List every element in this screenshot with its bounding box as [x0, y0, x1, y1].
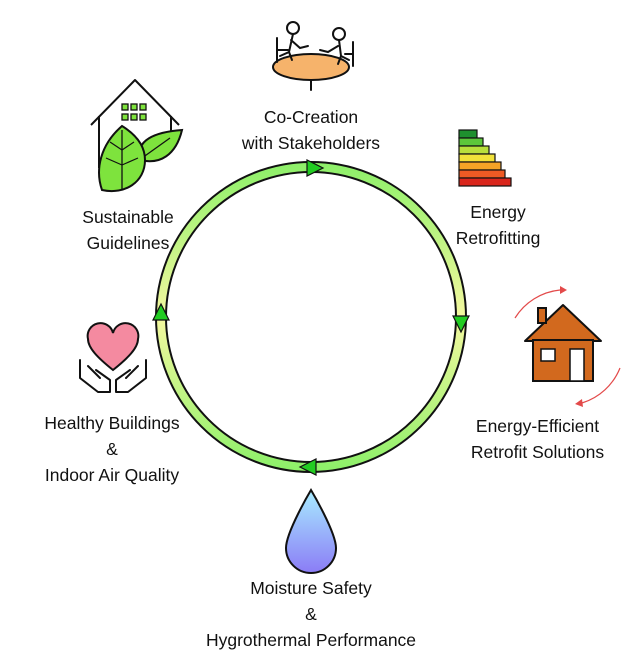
label-line: with Stakeholders	[241, 133, 381, 153]
label-line: Co-Creation	[263, 107, 359, 127]
ring-arrow-right	[452, 315, 470, 334]
label-line: &	[106, 439, 118, 459]
label-line: Retrofit Solutions	[470, 442, 605, 462]
label-energy-efficient-retrofit: Energy-Efficient Retrofit Solutions	[450, 413, 625, 465]
house-with-arrows-icon	[514, 286, 621, 407]
label-moisture-safety: Moisture Safety & Hygrothermal Performan…	[176, 575, 446, 653]
ring-arrow-bottom	[298, 458, 317, 476]
label-line: Healthy Buildings	[44, 413, 180, 433]
water-drop-icon	[284, 488, 338, 574]
label-line: Sustainable	[82, 207, 174, 227]
ring-arrow-left	[152, 302, 170, 321]
ring-arrow-top	[306, 159, 325, 177]
label-healthy-buildings: Healthy Buildings & Indoor Air Quality	[12, 410, 212, 488]
label-energy-retrofitting: Energy Retrofitting	[438, 199, 558, 251]
label-line: &	[305, 604, 317, 624]
label-line: Retrofitting	[455, 228, 541, 248]
label-sustainable-guidelines: Sustainable Guidelines	[58, 204, 198, 256]
energy-rating-bars-icon	[458, 129, 512, 187]
label-line: Energy	[470, 202, 526, 222]
meeting-table-icon	[272, 21, 354, 91]
label-line: Indoor Air Quality	[44, 465, 180, 485]
label-line: Guidelines	[86, 233, 170, 253]
label-line: Energy-Efficient	[475, 416, 600, 436]
label-line: Moisture Safety	[250, 578, 372, 598]
hands-heart-icon	[79, 322, 147, 393]
house-leaf-icon	[90, 79, 184, 193]
label-co-creation: Co-Creation with Stakeholders	[211, 104, 411, 156]
label-line: Hygrothermal Performance	[205, 630, 417, 650]
